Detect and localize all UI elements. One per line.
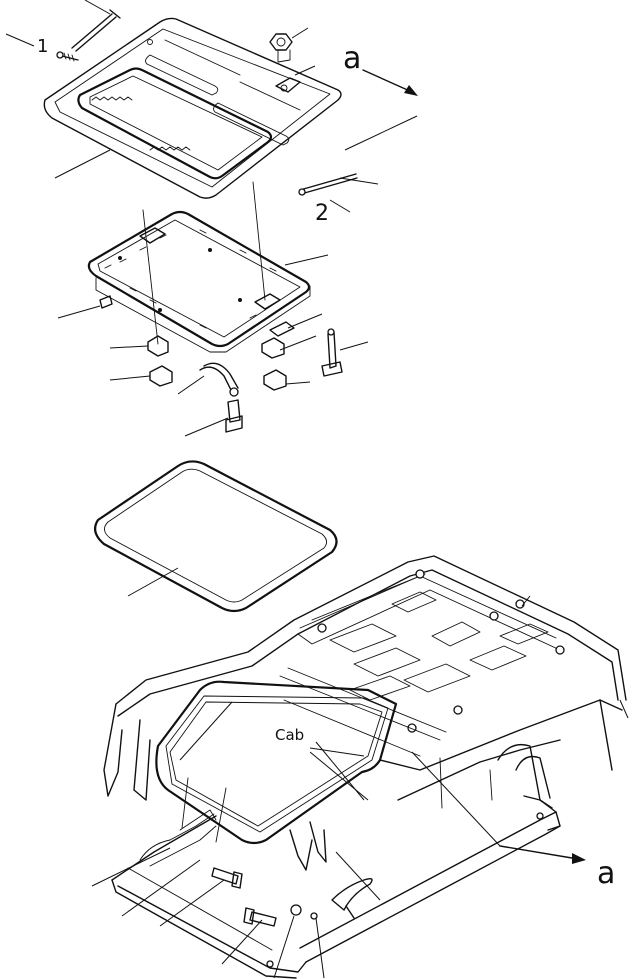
cab-body — [103, 555, 627, 979]
seal-gasket — [93, 460, 338, 613]
frame-fastener-left — [57, 295, 113, 319]
item-1-pin: 1 — [5, 33, 79, 62]
leader-line — [411, 751, 501, 847]
cab-label: Cab — [275, 726, 304, 744]
bolt-bottom-icon — [184, 399, 243, 437]
bolt-right-icon — [321, 328, 369, 377]
clip-part-d — [263, 369, 311, 391]
leader-line — [121, 859, 201, 917]
view-a-top-label: a — [343, 41, 361, 76]
leader-line — [315, 741, 365, 801]
sunroof-glass-panel — [43, 17, 342, 199]
item-2-label: 2 — [315, 201, 329, 226]
clip-part-c — [109, 365, 173, 387]
leader-line — [619, 699, 629, 719]
view-arrow-a-bottom: a — [499, 845, 615, 891]
leader-line — [54, 149, 111, 179]
leader-line — [335, 851, 381, 901]
leader-line — [521, 595, 531, 607]
leader-line — [159, 879, 225, 927]
leader-line — [284, 254, 329, 266]
lower-bolt-icon — [211, 867, 243, 889]
leader-line — [273, 915, 295, 979]
hose-clamp — [177, 362, 239, 397]
item-2-rod: 2 — [298, 173, 379, 226]
leader-line — [309, 747, 365, 757]
clip-part-a — [109, 335, 169, 357]
leader-line — [309, 751, 369, 801]
leader-line — [221, 919, 263, 965]
top-nut-icon — [269, 27, 316, 93]
leader-line — [179, 701, 233, 761]
leader-line — [315, 917, 325, 979]
guide-line — [252, 181, 266, 301]
view-arrow-a-top: a — [343, 41, 418, 96]
item-1-label: 1 — [37, 36, 48, 57]
guide-line — [142, 209, 159, 345]
lower-bolt-2-icon — [243, 907, 277, 927]
sunroof-frame — [87, 210, 311, 353]
clip-part-b — [261, 313, 323, 359]
leader-line — [344, 115, 418, 151]
leader-line — [91, 847, 171, 887]
top-bolt-icon — [71, 0, 121, 52]
view-a-bottom-label: a — [597, 856, 615, 891]
